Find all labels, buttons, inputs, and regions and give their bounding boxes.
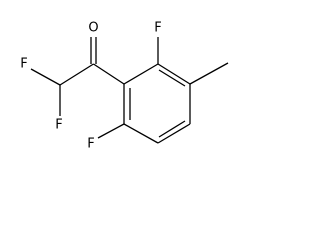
- molecule-structure-diagram: O F F F F: [20, 21, 229, 152]
- ring-inner-double-bond-bottom: [158, 120, 186, 138]
- ring-inner-double-bond-top: [158, 69, 186, 87]
- ring-bond-c2-c3: [157, 63, 191, 85]
- fluorine-ring-bottom-label: F: [87, 137, 94, 152]
- fluorine-chain-bottom-label: F: [55, 118, 62, 133]
- oxygen-atom-label: O: [88, 21, 98, 36]
- fluorine-ring-top-label: F: [154, 21, 161, 36]
- bond-carbonyl-to-ring: [93, 63, 125, 85]
- bond-ring-to-f-bottom: [97, 123, 125, 139]
- ring-bond-c1-c2: [123, 63, 159, 85]
- fluorine-chain-left-label: F: [20, 57, 27, 72]
- bond-ring-to-methyl: [189, 62, 229, 85]
- ring-bond-c5-c6: [123, 123, 159, 144]
- bond-carbonyl-to-chf2: [59, 63, 94, 86]
- bond-chf2-to-f-left: [30, 68, 61, 86]
- ring-bond-c4-c5: [157, 123, 191, 144]
